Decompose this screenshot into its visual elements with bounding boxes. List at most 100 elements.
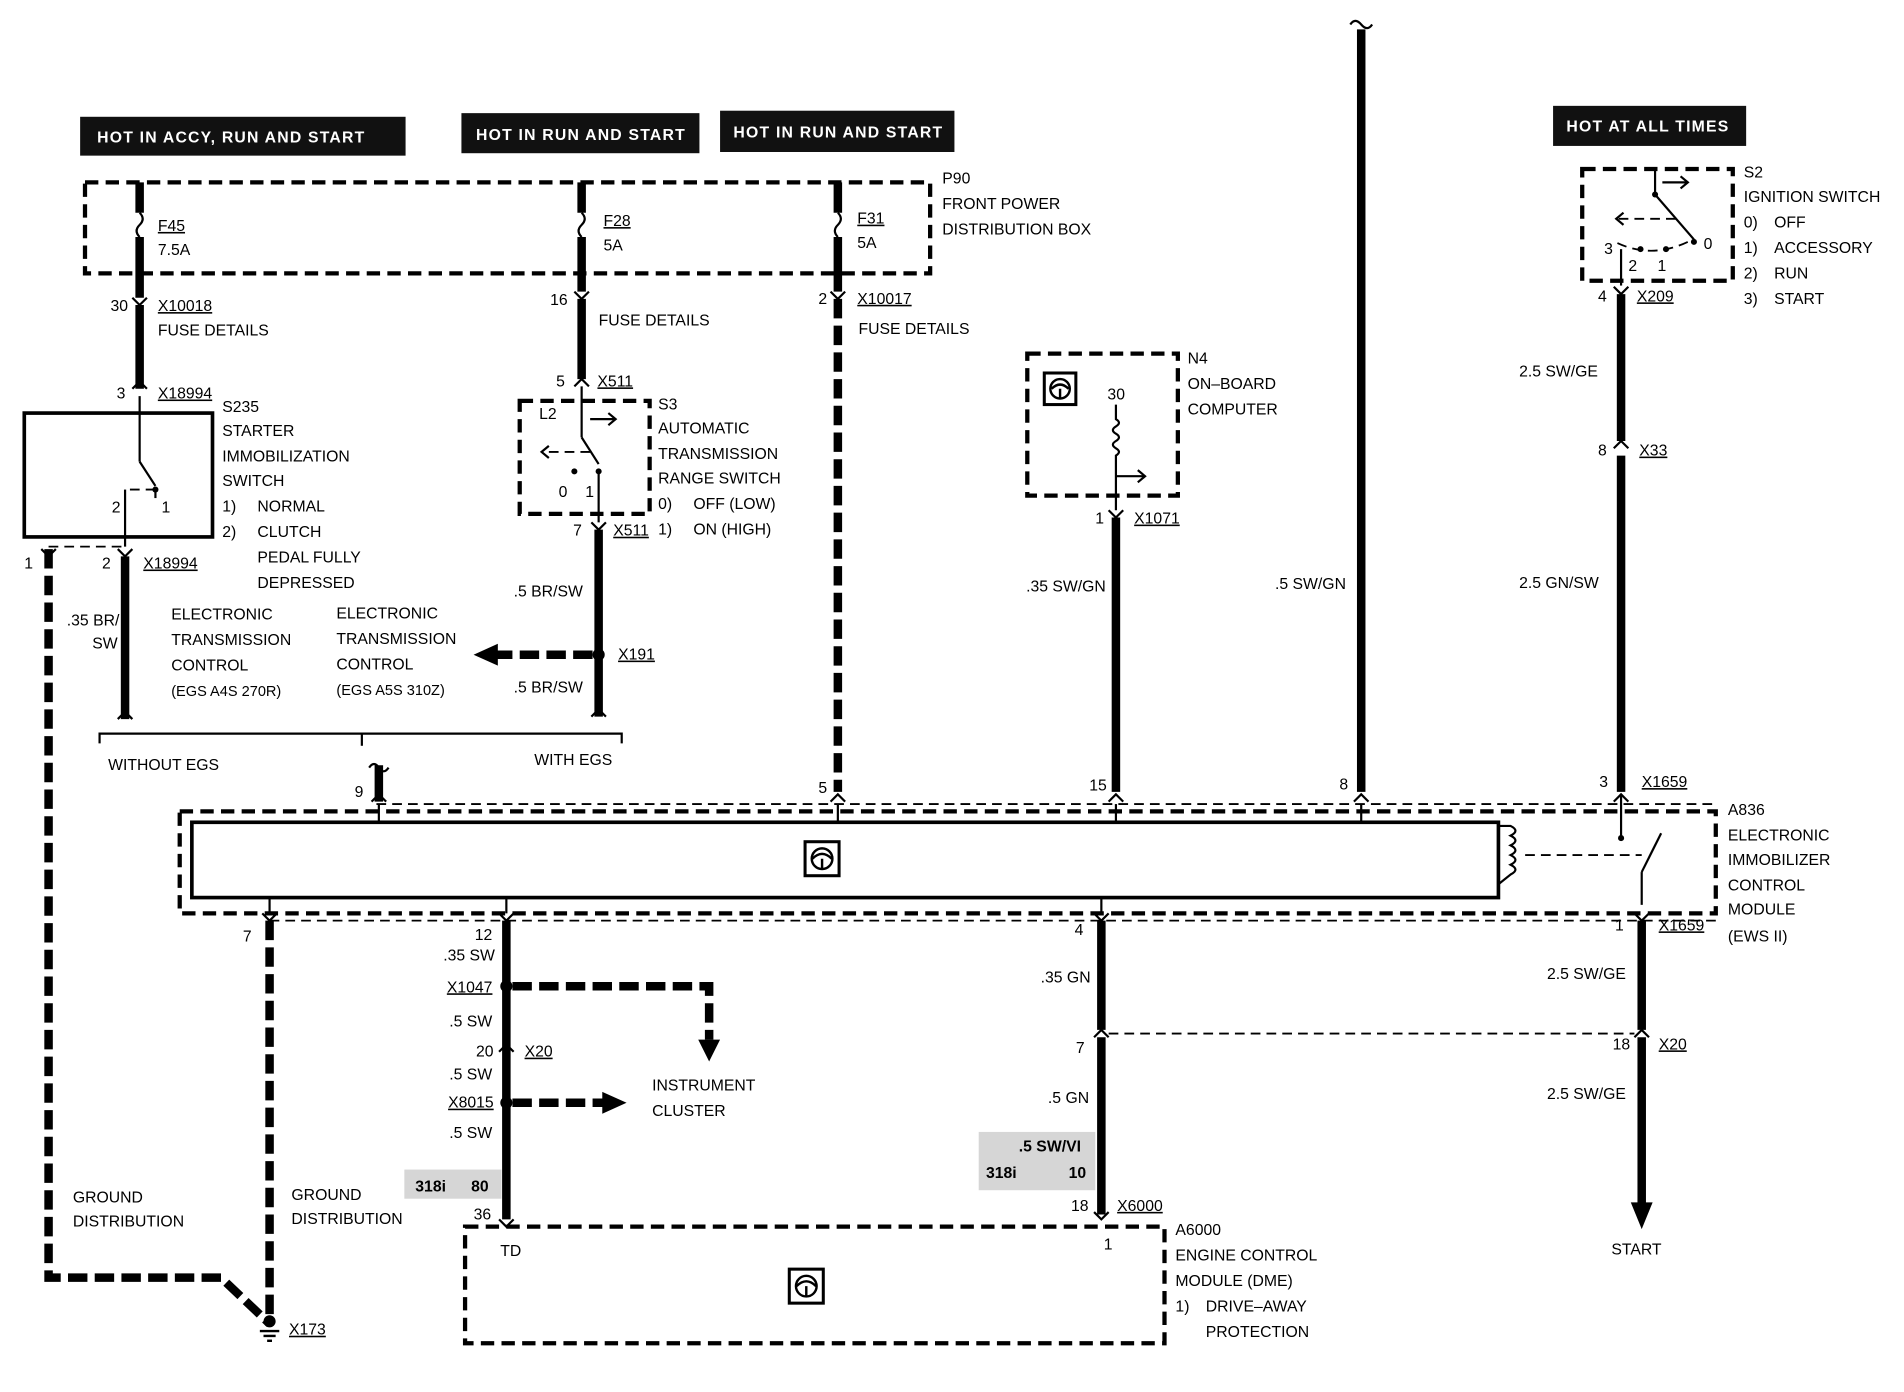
s3-line-1: AUTOMATIC bbox=[658, 421, 749, 438]
variant-318i-b: 318i bbox=[986, 1165, 1017, 1182]
start-label: START bbox=[1611, 1242, 1662, 1259]
a6000-td: TD bbox=[500, 1243, 521, 1260]
a6000-opt-l2: PROTECTION bbox=[1206, 1324, 1309, 1341]
connector-x1071: X1071 bbox=[1134, 511, 1180, 528]
wire-sw-ge-25-a: 2.5 SW/GE bbox=[1519, 364, 1598, 381]
connector-x10018: X10018 bbox=[158, 298, 213, 315]
s2-item-2-num: 2) bbox=[1744, 265, 1758, 282]
s3-id: S3 bbox=[658, 396, 678, 413]
egs-a-line-1: ELECTRONIC bbox=[171, 607, 273, 624]
a836-relay-contact bbox=[1618, 795, 1663, 905]
fuse-f31-rating: 5A bbox=[857, 235, 877, 252]
gn-pin-7: 7 bbox=[1076, 1040, 1085, 1057]
connector-x1047: X1047 bbox=[447, 979, 493, 996]
a836-pin-15: 15 bbox=[1089, 778, 1107, 795]
connector-x511-bot: X511 bbox=[613, 523, 649, 540]
n4-pin-30: 30 bbox=[1107, 387, 1125, 404]
wire-sw-vi-5: .5 SW/VI bbox=[1019, 1138, 1081, 1155]
ground-wire-left bbox=[44, 549, 273, 1327]
p90-line2: DISTRIBUTION BOX bbox=[942, 222, 1091, 239]
fuse-f31: F31 5A bbox=[833, 182, 884, 292]
connector-x20-left: X20 bbox=[525, 1044, 553, 1061]
s3-opt1-num: 1) bbox=[658, 522, 672, 539]
a6000-line-1: ENGINE CONTROL bbox=[1175, 1248, 1317, 1265]
s3-switch-contacts bbox=[539, 386, 618, 523]
pin-16: 16 bbox=[550, 292, 568, 309]
s3-opt1: ON (HIGH) bbox=[693, 522, 771, 539]
n4-line2: COMPUTER bbox=[1188, 401, 1278, 418]
arrow-down-start bbox=[1630, 1202, 1653, 1230]
wire-sw-5-c: .5 SW bbox=[449, 1125, 492, 1142]
pin-3: 3 bbox=[117, 386, 126, 403]
a836-relay-coil bbox=[1497, 824, 1517, 886]
header-run-start-1-text: HOT IN RUN AND START bbox=[476, 127, 686, 144]
a836-pin-12: 12 bbox=[475, 927, 493, 944]
a836-id: A836 bbox=[1728, 802, 1765, 819]
s3-switch-box bbox=[517, 398, 652, 516]
s2-switch-contacts bbox=[1614, 168, 1697, 286]
s3-pin-1: 1 bbox=[585, 484, 594, 501]
egs-a-line-2: TRANSMISSION bbox=[171, 632, 291, 649]
ground-a-1: GROUND bbox=[73, 1189, 143, 1206]
a836-pin-5: 5 bbox=[818, 780, 827, 797]
a836-line-4: MODULE bbox=[1728, 902, 1795, 919]
header-run-start-2: HOT IN RUN AND START bbox=[720, 110, 955, 152]
a836-line-3: CONTROL bbox=[1728, 877, 1805, 894]
s2-item-3-num: 3) bbox=[1744, 291, 1758, 308]
instrument-cluster-line2: CLUSTER bbox=[652, 1103, 726, 1120]
wire-sw-gn-5: .5 SW/GN bbox=[1275, 576, 1346, 593]
wire-br-sw-035-a: .35 BR/ bbox=[67, 613, 120, 630]
pin-5: 5 bbox=[556, 373, 565, 390]
connector-x1659-top: X1659 bbox=[1642, 774, 1688, 791]
a6000-id: A6000 bbox=[1175, 1222, 1221, 1239]
a836-module-icon bbox=[803, 840, 841, 878]
ground-b-2: DISTRIBUTION bbox=[291, 1211, 402, 1228]
connector-x209: X209 bbox=[1637, 288, 1674, 305]
fuse-f28-rating: 5A bbox=[604, 237, 624, 254]
variant-318i-a: 318i bbox=[415, 1178, 446, 1195]
n4-module-icon bbox=[1042, 371, 1078, 407]
ground-a-2: DISTRIBUTION bbox=[73, 1214, 184, 1231]
s235-opt2-l2: PEDAL FULLY bbox=[257, 549, 361, 566]
s235-opt2-l3: DEPRESSED bbox=[257, 575, 354, 592]
s2-pin-3: 3 bbox=[1604, 241, 1613, 258]
n4-box bbox=[1025, 351, 1180, 498]
a836-line-1: ELECTRONIC bbox=[1728, 828, 1830, 845]
wire-to-instrument-cluster-1 bbox=[512, 981, 714, 1040]
s2-item-3-label: START bbox=[1774, 291, 1825, 308]
header-run-start-1: HOT IN RUN AND START bbox=[461, 113, 700, 154]
s2-item-0-num: 0) bbox=[1744, 214, 1758, 231]
a6000-module-icon bbox=[787, 1267, 825, 1305]
s2-item-2-label: RUN bbox=[1774, 265, 1808, 282]
ground-symbol-x173 bbox=[259, 1315, 280, 1342]
s235-switch-box bbox=[22, 411, 215, 539]
a6000-opt-l1: DRIVE–AWAY bbox=[1206, 1299, 1308, 1316]
s2-pin-1: 1 bbox=[1658, 258, 1667, 275]
header-hot-at-all-times: HOT AT ALL TIMES bbox=[1553, 105, 1747, 146]
wire-br-sw-035-b: SW bbox=[92, 636, 118, 653]
s235-switch-contacts bbox=[123, 396, 159, 547]
a836-pin-4: 4 bbox=[1075, 922, 1084, 939]
x33-pin-8: 8 bbox=[1598, 443, 1607, 460]
a6000-box bbox=[462, 1224, 1167, 1346]
pin-7: 7 bbox=[573, 523, 582, 540]
fuse-details-c: FUSE DETAILS bbox=[859, 321, 970, 338]
pin-2-fuse: 2 bbox=[818, 291, 827, 308]
wire-gn-035: .35 GN bbox=[1041, 970, 1091, 987]
s2-item-0-label: OFF bbox=[1774, 214, 1806, 231]
egs-with-label: WITH EGS bbox=[534, 752, 612, 769]
connector-x20-right: X20 bbox=[1659, 1036, 1687, 1053]
connector-x6000: X6000 bbox=[1117, 1198, 1163, 1215]
wire-br-sw-5-b: .5 BR/SW bbox=[514, 679, 583, 696]
n4-resistor bbox=[1111, 404, 1121, 511]
egs-bracket bbox=[98, 732, 623, 744]
x20-pin-20: 20 bbox=[476, 1044, 494, 1061]
wire-gn-sw-25: 2.5 GN/SW bbox=[1519, 575, 1599, 592]
a6000-opt-num: 1) bbox=[1175, 1299, 1189, 1316]
a836-line-5: (EWS II) bbox=[1728, 928, 1788, 945]
arrow-down-cluster bbox=[698, 1039, 721, 1062]
a836-pin-9: 9 bbox=[355, 784, 364, 801]
connector-x18994-bot: X18994 bbox=[143, 556, 198, 573]
s235-pin-1: 1 bbox=[162, 500, 171, 517]
